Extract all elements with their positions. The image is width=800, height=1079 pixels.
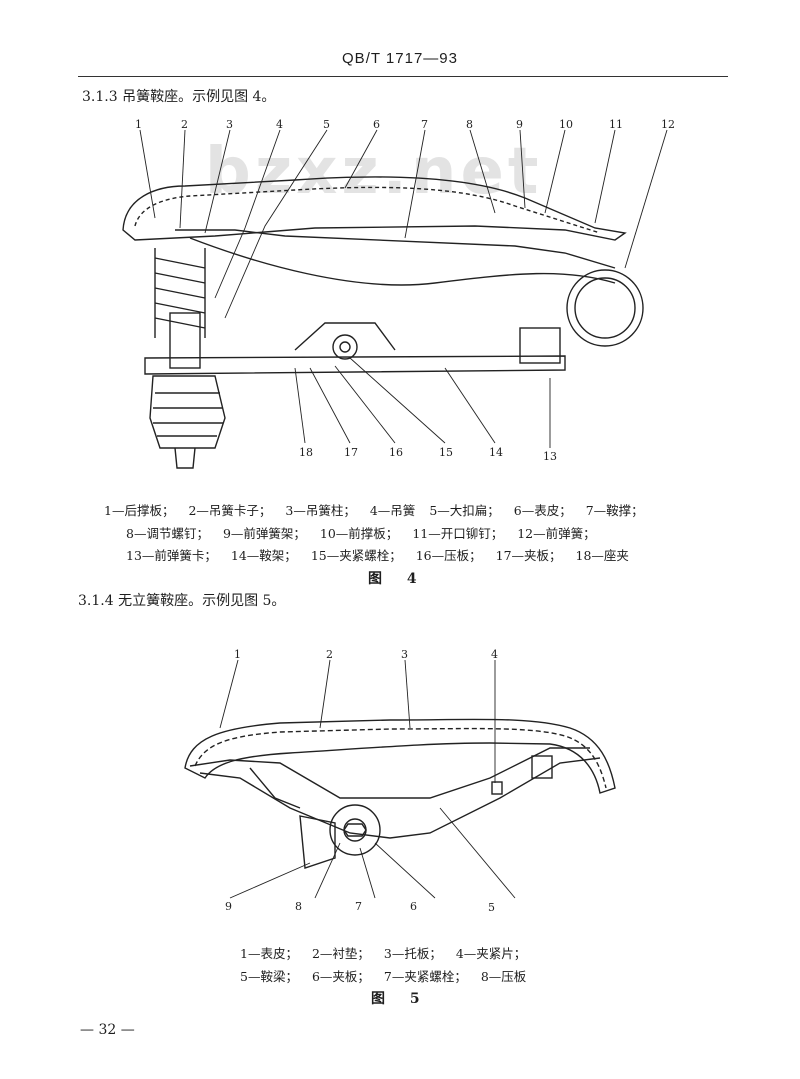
callout-4-3: 3 (226, 118, 233, 131)
callout-4-14: 14 (489, 446, 503, 459)
callout-4-16: 16 (389, 446, 403, 459)
figure-4-callout-labels: 1 2 3 4 5 6 7 8 9 10 11 12 13 14 15 16 1… (135, 118, 675, 463)
header-rule (78, 76, 728, 77)
legend-item: 5—大扣扁； (429, 503, 500, 518)
section-number: 3.1.3 (82, 89, 118, 105)
section-text: 无立簧鞍座。示例见图 5。 (118, 593, 286, 609)
figure-5-caption: 图 5 (371, 991, 430, 1007)
callout-5-3: 3 (401, 648, 408, 661)
legend-item: 6—表皮； (513, 503, 572, 518)
legend-item: 8—压板 (480, 969, 527, 984)
callout-4-7: 7 (421, 118, 428, 131)
callout-4-13: 13 (543, 450, 557, 463)
callout-5-4: 4 (491, 648, 498, 661)
callout-4-8: 8 (466, 118, 473, 131)
callout-4-12: 12 (661, 118, 675, 131)
callout-5-1: 1 (234, 648, 241, 661)
figure-5-drawing: 1 2 3 4 5 6 7 8 9 (184, 648, 616, 914)
callout-5-5: 5 (488, 901, 495, 914)
callout-4-15: 15 (439, 446, 453, 459)
legend-item: 7—夹紧螺栓； (383, 969, 467, 984)
legend-item: 3—托板； (383, 946, 442, 961)
section-3-1-4: 3.1.4 无立簧鞍座。示例见图 5。 (78, 590, 285, 610)
callout-4-2: 2 (181, 118, 188, 131)
section-number: 3.1.4 (78, 593, 114, 609)
legend-item: 1—表皮； (240, 946, 298, 961)
legend-item: 12—前弹簧； (517, 526, 596, 541)
callout-4-11: 11 (609, 118, 623, 131)
callout-4-10: 10 (559, 118, 573, 131)
legend-item: 3—吊簧柱； (285, 503, 356, 518)
figure-5-legend-row-2: 5—鞍梁； 6—夹板； 7—夹紧螺栓； 8—压板 (240, 966, 540, 985)
legend-item: 4—夹紧片； (455, 946, 527, 961)
callout-4-9: 9 (516, 118, 523, 131)
legend-item: 1—后撑板； (104, 503, 175, 518)
figure-5-legend-row-1: 1—表皮； 2—衬垫； 3—托板； 4—夹紧片； (240, 943, 540, 962)
legend-item: 10—前撑板； (319, 526, 399, 541)
callout-4-18: 18 (299, 446, 313, 459)
callout-4-6: 6 (373, 118, 380, 131)
legend-item: 6—夹板； (311, 969, 370, 984)
legend-item: 9—前弹簧架； (222, 526, 306, 541)
legend-item: 13—前弹簧卡； (126, 548, 217, 563)
legend-item: 8—调节螺钉； (126, 526, 209, 541)
legend-item: 14—鞍架； (230, 548, 297, 563)
legend-item: 17—夹板； (495, 548, 562, 563)
legend-item: 16—压板； (415, 548, 482, 563)
callout-5-8: 8 (295, 900, 302, 913)
section-3-1-3: 3.1.3 吊簧鞍座。示例见图 4。 (82, 86, 275, 106)
legend-item: 4—吊簧 (369, 503, 416, 518)
callout-5-7: 7 (355, 900, 362, 913)
section-text: 吊簧鞍座。示例见图 4。 (122, 89, 276, 105)
legend-item: 7—鞍撑； (585, 503, 644, 518)
figure-4-caption: 图 4 (368, 571, 427, 587)
figure-4-legend-row-3: 13—前弹簧卡； 14—鞍架； 15—夹紧螺栓； 16—压板； 17—夹板； 18—座夹 (126, 545, 643, 564)
callout-4-4: 4 (276, 118, 283, 131)
legend-item: 2—衬垫； (311, 946, 370, 961)
callout-4-1: 1 (135, 118, 142, 131)
legend-item: 2—吊簧卡子； (188, 503, 272, 518)
standard-number-header: QB/T 1717—93 (342, 50, 458, 67)
callout-5-2: 2 (326, 648, 333, 661)
legend-item: 5—鞍梁； (240, 969, 298, 984)
figure-5-callout-labels: 1 2 3 4 5 6 7 8 9 (225, 648, 498, 914)
callout-5-9: 9 (225, 900, 232, 913)
legend-item: 11—开口铆钉； (412, 526, 504, 541)
legend-item: 18—座夹 (575, 548, 629, 563)
figure-4-drawing: 1 2 3 4 5 6 7 8 9 10 11 12 13 14 15 16 1… (122, 118, 675, 469)
callout-4-17: 17 (344, 446, 358, 459)
page-number: — 32 — (80, 1022, 135, 1038)
callout-4-5: 5 (323, 118, 330, 131)
legend-item: 15—夹紧螺栓； (310, 548, 402, 563)
figure-4-legend-row-1: 1—后撑板； 2—吊簧卡子； 3—吊簧柱； 4—吊簧 5—大扣扁； 6—表皮； 7—鞍撑； (104, 500, 658, 519)
callout-5-6: 6 (410, 900, 417, 913)
figure-4-legend-row-2: 8—调节螺钉； 9—前弹簧架； 10—前撑板； 11—开口铆钉； 12—前弹簧； (126, 523, 610, 542)
